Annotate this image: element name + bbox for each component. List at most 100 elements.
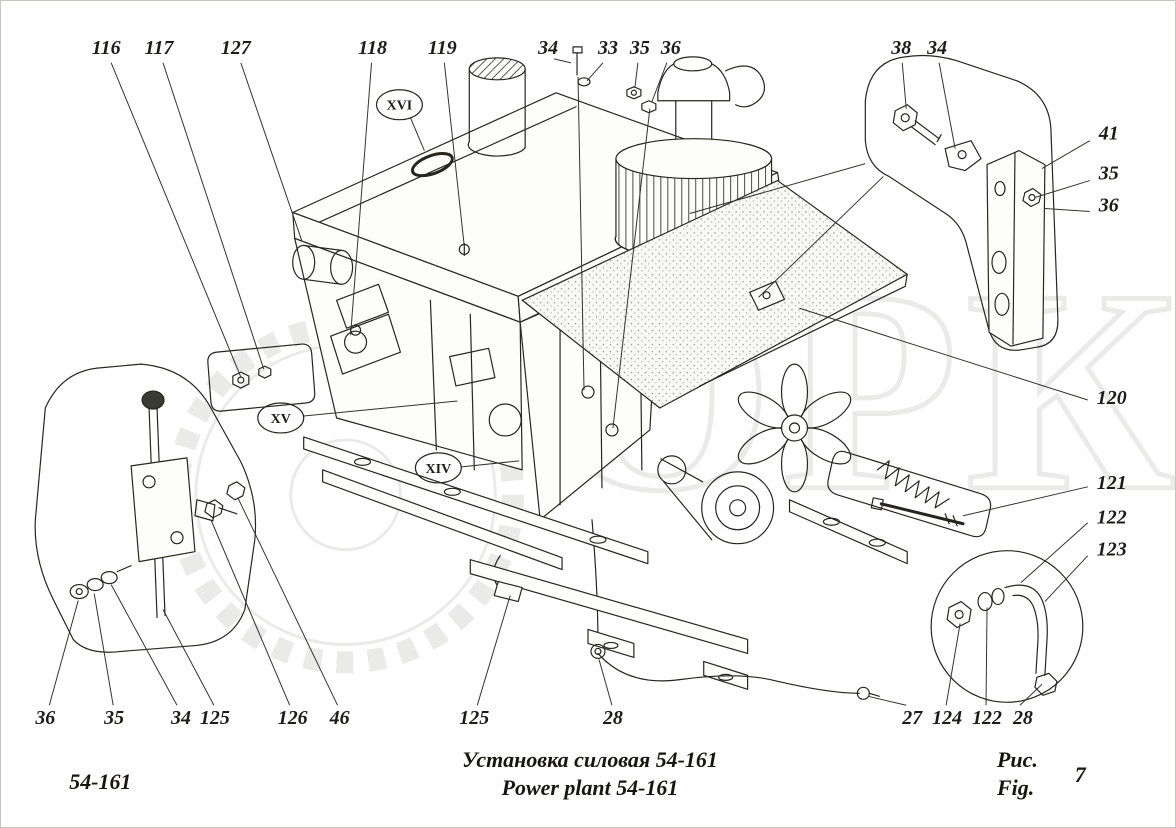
callout-120: 120 bbox=[1097, 387, 1127, 409]
spring-121 bbox=[876, 460, 950, 509]
sheet-code: 54-161 bbox=[69, 769, 131, 794]
leader-line-46 bbox=[237, 497, 339, 706]
leader-line-27 bbox=[868, 695, 907, 706]
power-plant-artwork bbox=[34, 46, 1084, 703]
leader-line-124 bbox=[945, 623, 961, 706]
nut-35-36 bbox=[1022, 187, 1042, 208]
frame-rails bbox=[303, 436, 908, 690]
callout-34: 34 bbox=[170, 707, 191, 729]
leader-line-35 bbox=[93, 593, 114, 706]
leader-line-122 bbox=[985, 607, 988, 706]
construction-line bbox=[577, 76, 585, 391]
fig-number: 7 bbox=[1075, 762, 1087, 787]
detail-boundary bbox=[207, 343, 316, 412]
callout-28: 28 bbox=[1012, 707, 1033, 729]
leader-line-35 bbox=[634, 62, 639, 88]
fig-label-en: Fig. bbox=[996, 775, 1034, 800]
leader-line-34 bbox=[110, 584, 178, 706]
callout-119: 119 bbox=[428, 37, 457, 59]
view-balloon-XV bbox=[257, 402, 305, 434]
drain-plug-28 bbox=[590, 643, 606, 660]
washer-34 bbox=[100, 571, 118, 585]
callout-36: 36 bbox=[34, 707, 55, 729]
bracket-41 bbox=[986, 150, 1046, 347]
detail-boundary bbox=[864, 54, 1059, 351]
view-balloons: XVI XV XIV bbox=[257, 89, 462, 484]
detail-boundary bbox=[930, 550, 1084, 703]
callout-125: 125 bbox=[459, 707, 489, 729]
leader-line-125 bbox=[162, 609, 215, 706]
callout-38: 38 bbox=[890, 37, 911, 59]
view-balloon-XIV bbox=[414, 452, 462, 484]
fuel-pump bbox=[330, 283, 402, 375]
callout-28: 28 bbox=[602, 707, 623, 729]
hood-panel bbox=[521, 179, 908, 409]
clamp-34 bbox=[944, 140, 982, 172]
callout-36: 36 bbox=[1098, 194, 1119, 216]
captions: 54-161 Установка силовая 54-161 Power pl… bbox=[69, 747, 1087, 800]
bracket-detail-top bbox=[864, 54, 1059, 351]
bolt-46 bbox=[226, 481, 246, 501]
callout-126: 126 bbox=[278, 707, 308, 729]
callout-122: 122 bbox=[972, 707, 1002, 729]
nut-28 bbox=[1034, 672, 1058, 696]
leader-line-119 bbox=[443, 62, 465, 247]
clip-125 bbox=[493, 580, 523, 603]
callout-36: 36 bbox=[660, 37, 681, 59]
pipe-123 bbox=[1004, 584, 1048, 676]
rod-knob bbox=[141, 390, 165, 410]
washer-35 bbox=[86, 578, 104, 592]
leader-line-123 bbox=[1044, 555, 1089, 602]
callout-116: 116 bbox=[92, 37, 121, 59]
nut-36 bbox=[69, 583, 89, 600]
callout-117: 117 bbox=[145, 37, 175, 59]
nut-117 bbox=[258, 365, 272, 379]
bolt-124 bbox=[946, 600, 972, 629]
leader-line-120 bbox=[799, 307, 1088, 401]
callout-123: 123 bbox=[1097, 539, 1127, 561]
construction-line bbox=[758, 176, 884, 298]
callout-34: 34 bbox=[926, 37, 947, 59]
balloon-leader-lines bbox=[303, 117, 520, 468]
callout-35: 35 bbox=[103, 707, 124, 729]
callout-127: 127 bbox=[221, 37, 252, 59]
leader-line-122 bbox=[1020, 522, 1089, 583]
intake-elbow bbox=[725, 65, 766, 108]
bolt-34-icon bbox=[572, 46, 583, 54]
mount-spring-detail bbox=[827, 450, 992, 538]
leader-line-38 bbox=[901, 62, 907, 109]
construction-line bbox=[612, 108, 651, 429]
leader-line-41 bbox=[1041, 140, 1091, 170]
cooling-fan bbox=[737, 363, 852, 493]
leader-line-35 bbox=[1034, 180, 1090, 199]
callout-121: 121 bbox=[1097, 472, 1127, 494]
fuel-line bbox=[590, 643, 880, 700]
callout-125: 125 bbox=[200, 707, 230, 729]
callout-124: 124 bbox=[932, 707, 962, 729]
leader-line-127 bbox=[240, 62, 303, 241]
leader-line-34 bbox=[553, 58, 572, 64]
exhaust-stack bbox=[467, 57, 526, 157]
callout-41: 41 bbox=[1098, 123, 1119, 145]
construction-line bbox=[689, 163, 866, 214]
leader-line-36 bbox=[48, 600, 79, 706]
detail-boundary bbox=[34, 363, 257, 653]
callout-118: 118 bbox=[358, 37, 387, 59]
callout-46: 46 bbox=[329, 707, 350, 729]
leader-line-116 bbox=[110, 62, 242, 378]
leader-line-117 bbox=[162, 62, 265, 370]
view-balloon-label-XIV: XIV bbox=[426, 462, 452, 477]
nut-116 bbox=[232, 371, 250, 389]
leader-line-125 bbox=[476, 595, 511, 706]
leader-line-126 bbox=[210, 519, 291, 706]
leader-line-36 bbox=[651, 62, 668, 102]
view-balloon-XVI bbox=[375, 89, 423, 121]
detail-boundary bbox=[827, 450, 992, 538]
view-balloon-label-XV: XV bbox=[271, 412, 291, 427]
view-balloon-label-XVI: XVI bbox=[387, 99, 413, 114]
leader-line-34 bbox=[938, 62, 956, 149]
frame-foot bbox=[587, 628, 635, 659]
leader-line-121 bbox=[962, 486, 1088, 517]
balloon-leader-XV bbox=[303, 400, 458, 417]
